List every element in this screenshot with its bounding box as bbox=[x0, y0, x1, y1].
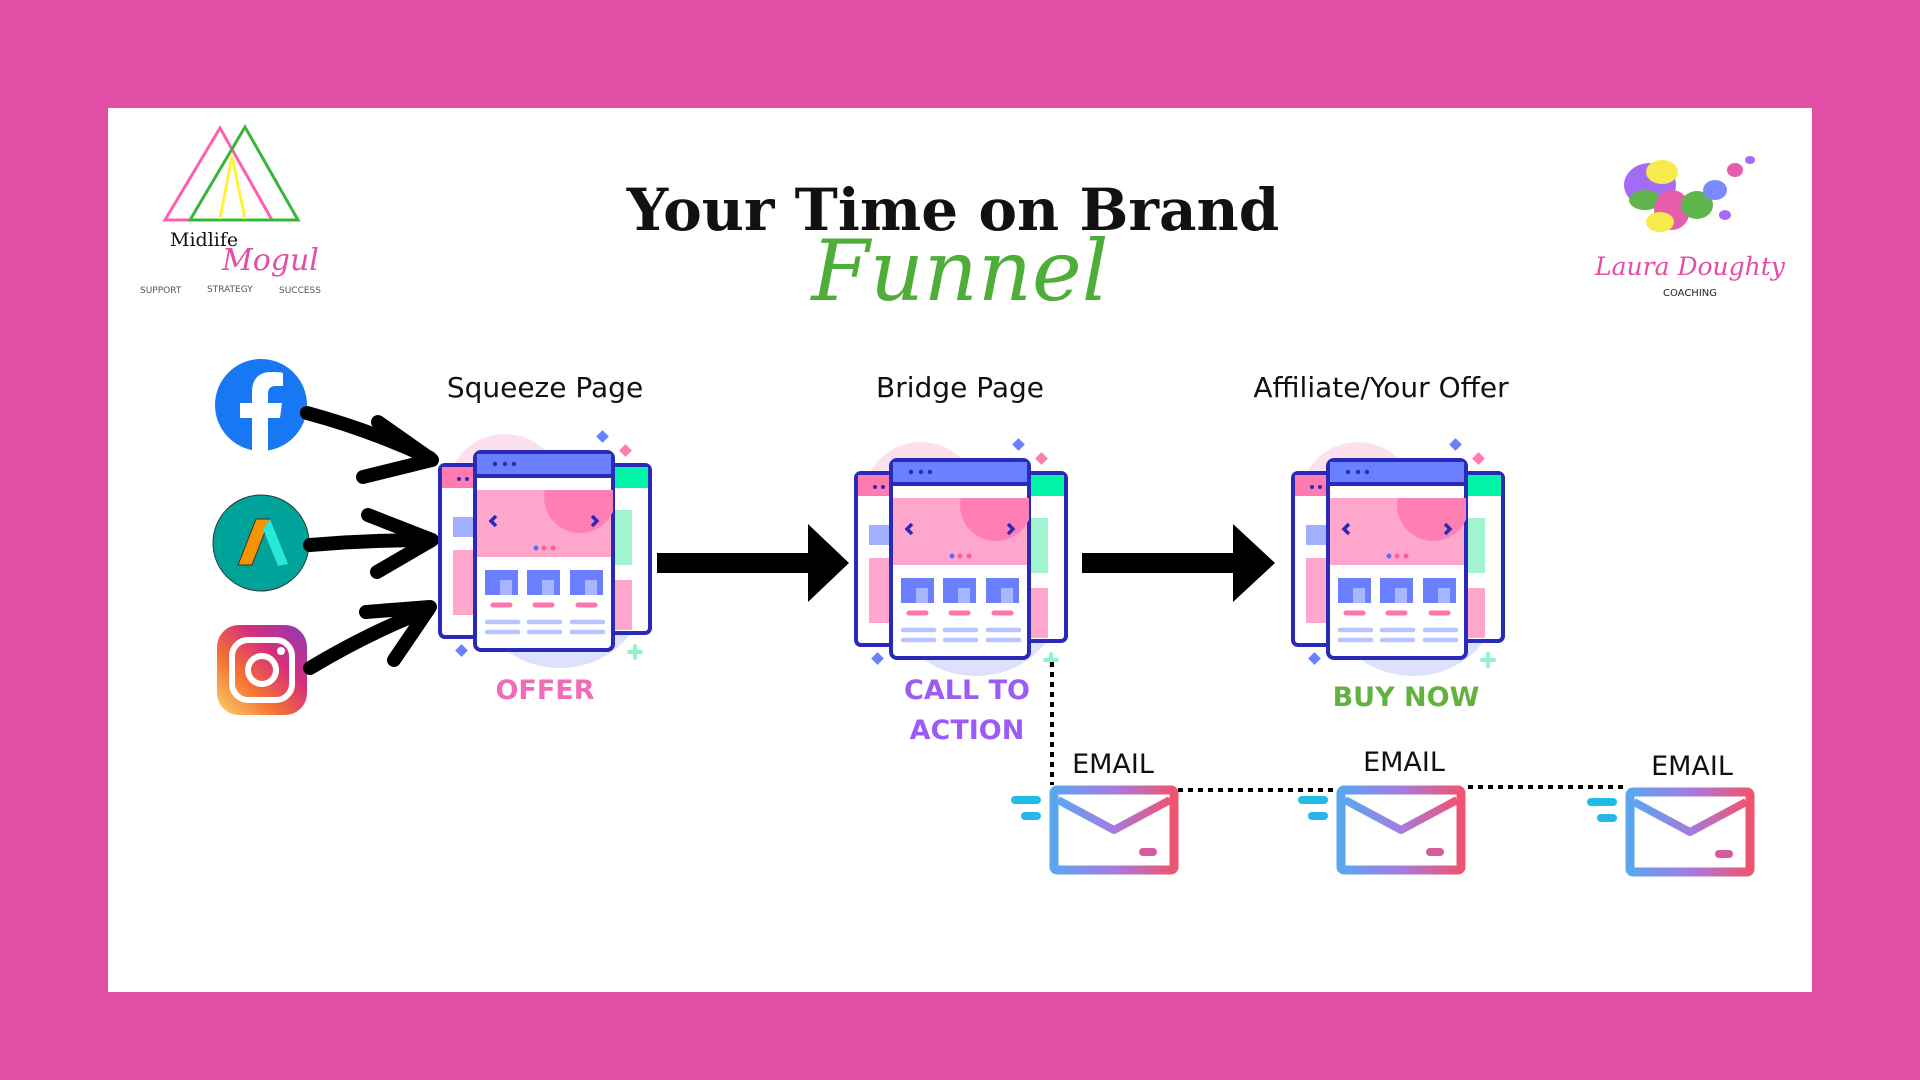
cta-buy-now: BUY NOW bbox=[1333, 682, 1480, 713]
arrow-bridge-to-offer bbox=[1082, 524, 1275, 602]
email-label-1: EMAIL bbox=[1072, 749, 1154, 780]
email-label-3: EMAIL bbox=[1651, 751, 1733, 782]
logo-left-line2: Mogul bbox=[221, 243, 319, 278]
logo-left-line1: Midlife bbox=[170, 229, 238, 251]
envelope-icon bbox=[1302, 790, 1461, 870]
cta-action: ACTION bbox=[910, 715, 1025, 746]
logo-tagline-1: SUPPORT bbox=[140, 286, 182, 296]
stage-label-bridge: Bridge Page bbox=[876, 371, 1044, 404]
midlife-mogul-logo: Midlife Mogul SUPPORT STRATEGY SUCCESS bbox=[140, 124, 321, 296]
arrow-head bbox=[356, 415, 439, 484]
email-sequence-connector bbox=[1050, 662, 1624, 792]
cta-call-to: CALL TO bbox=[904, 675, 1030, 706]
cta-offer: OFFER bbox=[495, 675, 594, 706]
facebook-icon bbox=[215, 359, 307, 451]
bridge-page-mockup-icon bbox=[856, 438, 1066, 676]
email-label-2: EMAIL bbox=[1363, 747, 1445, 778]
stage-label-squeeze: Squeeze Page bbox=[447, 371, 643, 404]
arrow-head bbox=[361, 508, 439, 579]
logo-tagline-3: SUCCESS bbox=[279, 286, 321, 296]
logo-right-name: Laura Doughty bbox=[1594, 252, 1786, 281]
laura-doughty-logo: Laura Doughty COACHING bbox=[1594, 156, 1786, 299]
page-subtitle: Funnel bbox=[809, 222, 1108, 320]
squeeze-page-mockup-icon bbox=[440, 430, 650, 668]
arrow-head bbox=[359, 600, 437, 667]
instagram-icon bbox=[217, 625, 307, 715]
offer-page-mockup-icon bbox=[1293, 438, 1503, 676]
envelope-icon bbox=[1015, 790, 1174, 870]
source-arrows bbox=[300, 406, 439, 675]
logo-right-sub: COACHING bbox=[1663, 288, 1717, 299]
aweber-a-icon bbox=[212, 494, 310, 592]
arrow-squeeze-to-bridge bbox=[657, 524, 849, 602]
envelope-icon bbox=[1591, 792, 1750, 872]
page-title: Your Time on Brand bbox=[626, 176, 1280, 244]
stage-label-offer: Affiliate/Your Offer bbox=[1253, 371, 1509, 404]
logo-tagline-2: STRATEGY bbox=[207, 285, 253, 295]
